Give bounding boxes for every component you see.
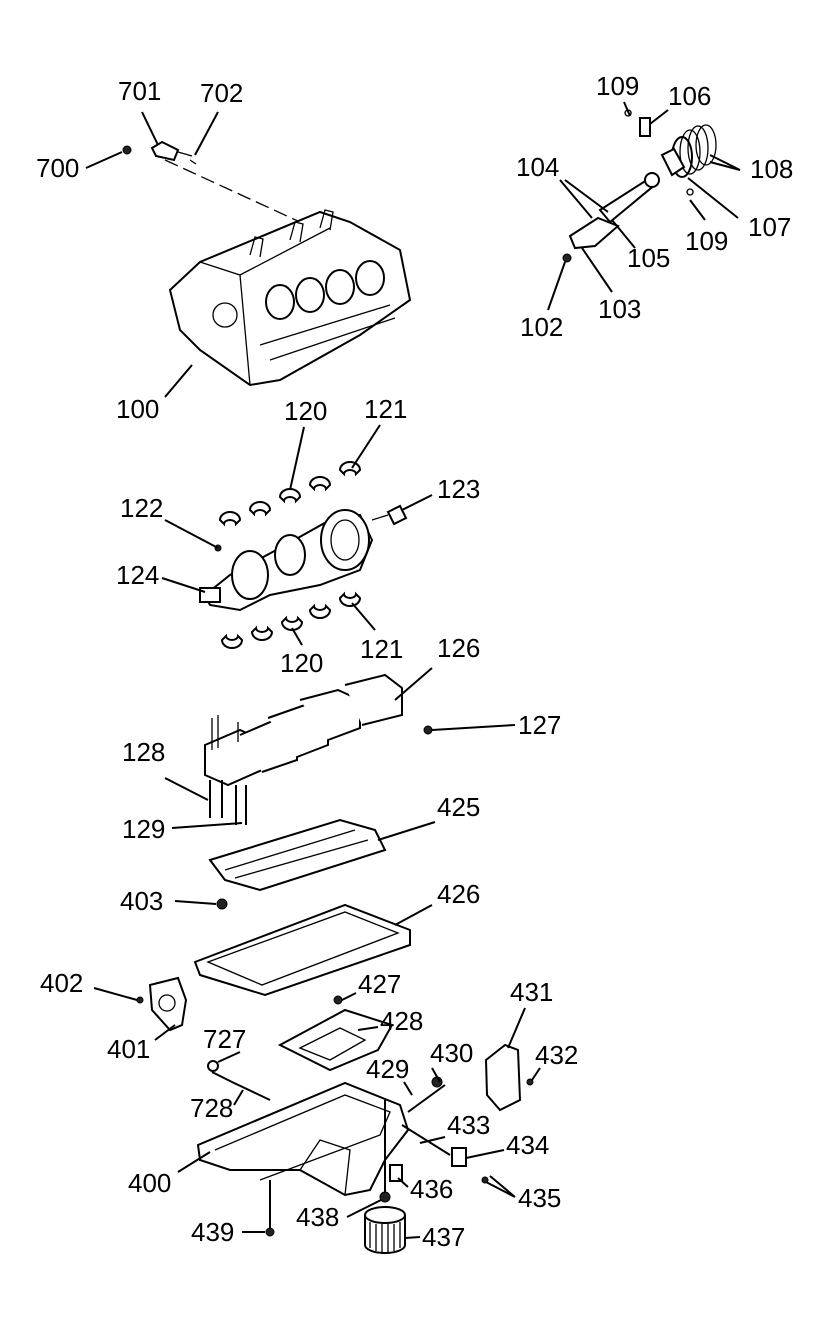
label-124: 124 xyxy=(116,560,159,590)
label-436: 436 xyxy=(410,1174,453,1204)
label-100: 100 xyxy=(116,394,159,424)
label-108: 108 xyxy=(750,154,793,184)
label-427: 427 xyxy=(358,969,401,999)
label-120-upper: 120 xyxy=(284,396,327,426)
label-109-bottom: 109 xyxy=(685,226,728,256)
label-434: 434 xyxy=(506,1130,549,1160)
label-429: 429 xyxy=(366,1054,409,1084)
label-127: 127 xyxy=(518,710,561,740)
label-400: 400 xyxy=(128,1168,171,1198)
piston-rod-assembly xyxy=(562,109,717,263)
label-438: 438 xyxy=(296,1202,339,1232)
label-728: 728 xyxy=(190,1093,233,1123)
label-437: 437 xyxy=(422,1222,465,1252)
oil-filter-437 xyxy=(364,1191,406,1254)
oil-pan-400 xyxy=(196,1060,489,1237)
callout-labels: 700 701 702 100 109 106 104 108 107 109 … xyxy=(36,71,793,1252)
label-430: 430 xyxy=(430,1038,473,1068)
shield-431 xyxy=(484,1043,534,1112)
label-105: 105 xyxy=(627,243,670,273)
windage-tray-425 xyxy=(208,818,387,892)
label-727: 727 xyxy=(203,1024,246,1054)
oil-pan-gasket-426 xyxy=(193,903,411,997)
label-402: 402 xyxy=(40,968,83,998)
label-122: 122 xyxy=(120,493,163,523)
label-425: 425 xyxy=(437,792,480,822)
label-121-upper: 121 xyxy=(364,394,407,424)
label-428: 428 xyxy=(380,1006,423,1036)
label-123: 123 xyxy=(437,474,480,504)
label-439: 439 xyxy=(191,1217,234,1247)
label-435: 435 xyxy=(518,1183,561,1213)
label-128: 128 xyxy=(122,737,165,767)
baffle-428 xyxy=(277,995,394,1072)
label-426: 426 xyxy=(437,879,480,909)
label-701: 701 xyxy=(118,76,161,106)
label-401: 401 xyxy=(107,1034,150,1064)
label-107: 107 xyxy=(748,212,791,242)
cover-401 xyxy=(136,976,188,1032)
label-121-lower: 121 xyxy=(360,634,403,664)
label-432: 432 xyxy=(535,1040,578,1070)
leader-lines xyxy=(85,101,741,1239)
label-433: 433 xyxy=(447,1110,490,1140)
label-129: 129 xyxy=(122,814,165,844)
engine-block-100 xyxy=(168,209,412,387)
label-109-top: 109 xyxy=(596,71,639,101)
label-120-lower: 120 xyxy=(280,648,323,678)
label-431: 431 xyxy=(510,977,553,1007)
label-126: 126 xyxy=(437,633,480,663)
bearing-caps xyxy=(204,673,433,825)
plug-403 xyxy=(216,898,228,910)
label-103: 103 xyxy=(598,294,641,324)
sensor-700-701-702 xyxy=(122,140,301,223)
label-403: 403 xyxy=(120,886,163,916)
label-702: 702 xyxy=(200,78,243,108)
label-106: 106 xyxy=(668,81,711,111)
label-700: 700 xyxy=(36,153,79,183)
label-102: 102 xyxy=(520,312,563,342)
label-104: 104 xyxy=(516,152,559,182)
crankshaft-assembly xyxy=(199,461,408,649)
